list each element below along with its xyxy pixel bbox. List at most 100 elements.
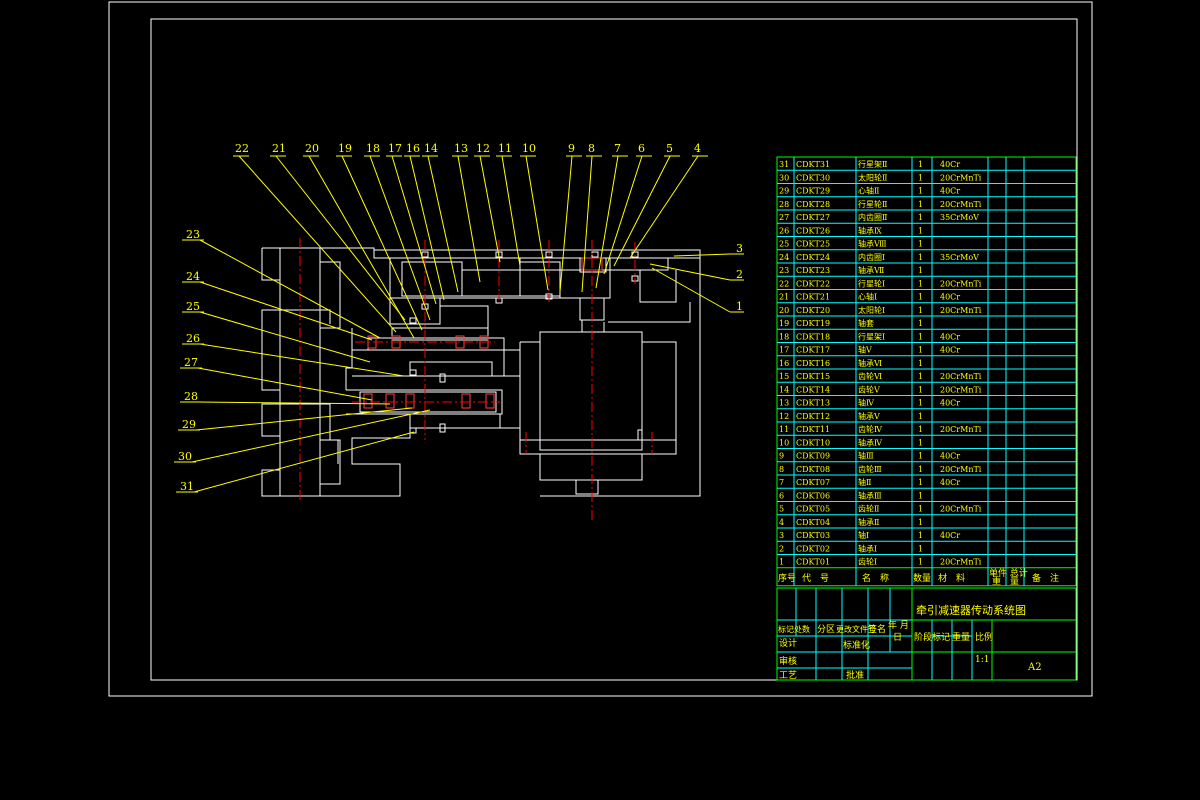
- cell-name: 行星轮Ⅱ: [858, 199, 887, 209]
- tb-scale-value: 1:1: [975, 655, 989, 665]
- callout-number: 1: [736, 300, 743, 313]
- cell-qty: 1: [918, 293, 923, 302]
- header-code: 代 号: [802, 573, 829, 584]
- tb-scale-label: 比例: [975, 631, 993, 643]
- inner-drawing-border: [150, 18, 1078, 681]
- tb-stage-mark: 阶段标记: [914, 631, 950, 643]
- cell-qty: 1: [918, 200, 923, 209]
- cell-qty: 1: [918, 385, 923, 394]
- callout-number: 4: [694, 142, 701, 155]
- leader-line: [238, 155, 397, 333]
- cell-code: CDKT19: [796, 319, 830, 328]
- cell-code: CDKT09: [796, 452, 830, 461]
- cell-code: CDKT15: [796, 372, 830, 381]
- cell-no: 4: [779, 518, 784, 527]
- cell-qty: 1: [918, 266, 923, 275]
- cell-no: 18: [779, 332, 789, 341]
- cell-name: 齿轮Ⅰ: [858, 557, 877, 567]
- cell-material: 40Cr: [940, 332, 960, 341]
- leader-line: [613, 155, 671, 267]
- cell-material: 20CrMnTi: [940, 279, 982, 288]
- leader-line: [649, 263, 731, 281]
- leader-line: [651, 267, 731, 313]
- cell-code: CDKT16: [796, 359, 830, 368]
- cell-material: 20CrMnTi: [940, 505, 982, 514]
- cell-qty: 1: [918, 491, 923, 500]
- callout-number: 26: [186, 332, 200, 345]
- cell-material: 20CrMnTi: [940, 200, 982, 209]
- cell-code: CDKT11: [796, 425, 830, 434]
- cell-qty: 1: [918, 531, 923, 540]
- callout-number: 22: [235, 142, 249, 155]
- cell-name: 心轴Ⅰ: [858, 292, 877, 302]
- leader-line: [525, 155, 549, 291]
- cell-qty: 1: [918, 399, 923, 408]
- cell-qty: 1: [918, 253, 923, 262]
- leader-line: [595, 155, 619, 289]
- leader-line: [603, 155, 643, 275]
- cell-name: 行星架Ⅱ: [858, 159, 887, 169]
- cell-name: 心轴Ⅱ: [858, 186, 879, 196]
- cell-qty: 1: [918, 279, 923, 288]
- tb-day: 日: [893, 632, 902, 643]
- callout-number: 12: [476, 142, 490, 155]
- cell-name: 齿轮Ⅲ: [858, 464, 882, 474]
- tb-process: 工艺: [779, 670, 797, 681]
- callout-number: 13: [454, 142, 468, 155]
- cell-name: 轴Ⅲ: [858, 451, 874, 461]
- cell-no: 29: [779, 187, 789, 196]
- cell-material: 20CrMnTi: [940, 558, 982, 567]
- leader-line: [391, 155, 437, 305]
- outer-sheet-border: [108, 1, 1093, 697]
- cell-qty: 1: [918, 478, 923, 487]
- header-unit-total: 单件 总计: [989, 567, 1028, 579]
- cell-name: 齿轮Ⅱ: [858, 504, 879, 514]
- callout-number: 30: [178, 450, 192, 463]
- cell-material: 40Cr: [940, 293, 960, 302]
- cell-qty: 1: [918, 372, 923, 381]
- cell-code: CDKT29: [796, 187, 830, 196]
- cell-no: 6: [779, 491, 784, 500]
- leader-line: [559, 155, 573, 293]
- cell-no: 9: [779, 452, 784, 461]
- cell-qty: 1: [918, 452, 923, 461]
- tb-approve: 批准: [846, 669, 864, 681]
- tb-standardization: 标准化: [843, 639, 870, 651]
- cell-qty: 1: [918, 558, 923, 567]
- callout-number: 18: [366, 142, 380, 155]
- cell-no: 20: [779, 306, 789, 315]
- cell-code: CDKT22: [796, 279, 830, 288]
- cell-code: CDKT13: [796, 399, 830, 408]
- cell-qty: 1: [918, 332, 923, 341]
- cell-code: CDKT01: [796, 558, 830, 567]
- cell-name: 轴承Ⅵ: [858, 358, 882, 368]
- cell-name: 轴Ⅴ: [858, 345, 872, 355]
- cell-no: 3: [779, 531, 784, 540]
- callout-number: 11: [498, 142, 512, 155]
- leader-line: [341, 155, 423, 331]
- cell-code: CDKT24: [796, 253, 830, 262]
- cell-material: 20CrMnTi: [940, 425, 982, 434]
- cell-code: CDKT18: [796, 332, 830, 341]
- leader-line: [308, 155, 415, 339]
- cell-material: 20CrMnTi: [940, 306, 982, 315]
- callout-number: 24: [186, 270, 200, 283]
- cell-no: 27: [779, 213, 789, 222]
- cell-name: 行星轮Ⅰ: [858, 278, 885, 288]
